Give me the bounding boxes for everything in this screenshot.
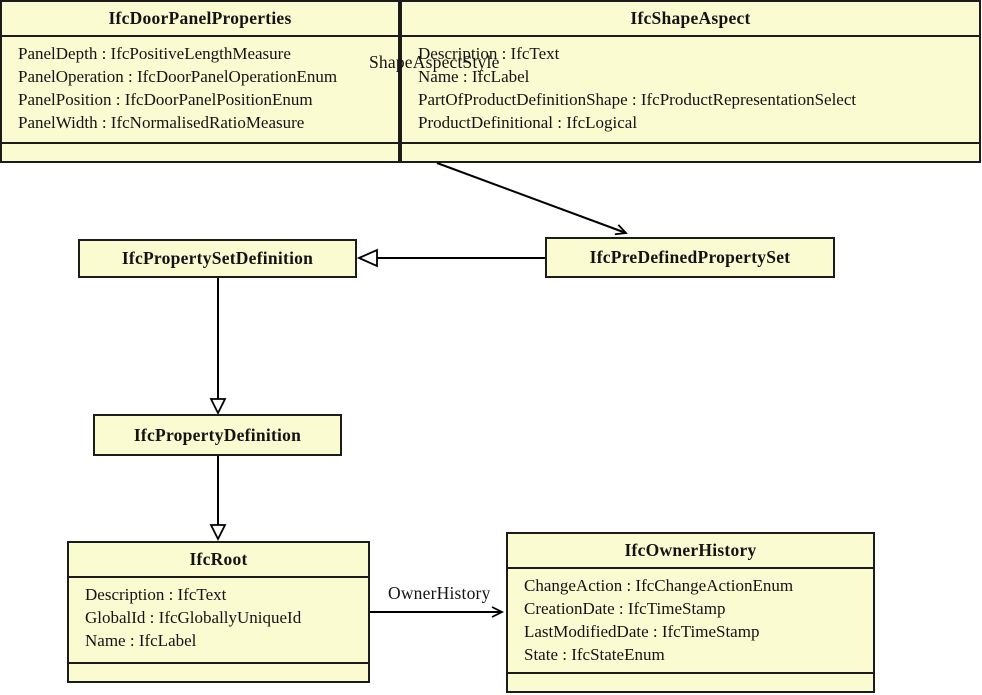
- generalization-triangle-icon: [209, 524, 227, 542]
- edge-label-ownerhistory: OwnerHistory: [388, 583, 491, 603]
- attribute: ProductDefinitional : IfcLogical: [418, 113, 638, 132]
- attribute: PanelOperation : IfcDoorPanelOperationEn…: [18, 67, 338, 86]
- attribute: LastModifiedDate : IfcTimeStamp: [524, 622, 760, 641]
- class-attributes: PanelDepth : IfcPositiveLengthMeasure Pa…: [2, 37, 398, 144]
- attribute: PanelWidth : IfcNormalisedRatioMeasure: [18, 113, 305, 132]
- class-title: IfcShapeAspect: [402, 2, 979, 37]
- attribute: PanelDepth : IfcPositiveLengthMeasure: [18, 44, 291, 63]
- class-operations-empty: [508, 674, 873, 691]
- class-operations-empty: [69, 664, 368, 681]
- class-attributes: Description : IfcText Name : IfcLabel Pa…: [402, 37, 979, 144]
- class-box-ifcpropertydefinition: IfcPropertyDefinition: [93, 414, 342, 456]
- attribute: PartOfProductDefinitionShape : IfcProduc…: [418, 90, 857, 109]
- class-operations-empty: [402, 144, 979, 161]
- attribute: CreationDate : IfcTimeStamp: [524, 599, 726, 618]
- generalization-triangle-icon: [356, 248, 378, 268]
- attribute: ChangeAction : IfcChangeActionEnum: [524, 576, 794, 595]
- class-box-ifcshapeaspect: IfcShapeAspect Description : IfcText Nam…: [400, 0, 981, 163]
- class-title: IfcOwnerHistory: [508, 534, 873, 569]
- class-box-ifcroot: IfcRoot Description : IfcText GlobalId :…: [67, 541, 370, 683]
- class-box-ifcdoorpanelproperties: IfcDoorPanelProperties PanelDepth : IfcP…: [0, 0, 400, 163]
- class-box-ifcpropertysetdefinition: IfcPropertySetDefinition: [78, 239, 357, 278]
- class-title: IfcRoot: [69, 543, 368, 578]
- attribute: State : IfcStateEnum: [524, 645, 665, 664]
- attribute: PanelPosition : IfcDoorPanelPositionEnum: [18, 90, 313, 109]
- class-attributes: ChangeAction : IfcChangeActionEnum Creat…: [508, 569, 873, 674]
- class-title: IfcPropertyDefinition: [133, 424, 302, 445]
- class-title: IfcPropertySetDefinition: [121, 248, 314, 268]
- class-attributes: Description : IfcText GlobalId : IfcGlob…: [69, 578, 368, 664]
- class-box-ifcownerhistory: IfcOwnerHistory ChangeAction : IfcChange…: [506, 532, 875, 693]
- association-arrow-shapeaspectstyle: [436, 162, 628, 236]
- class-operations-empty: [2, 144, 398, 161]
- attribute: Name : IfcLabel: [85, 631, 197, 650]
- generalization-triangle-icon: [209, 398, 227, 416]
- attribute: Description : IfcText: [85, 585, 227, 604]
- attribute: GlobalId : IfcGloballyUniqueId: [85, 608, 302, 627]
- attribute: Description : IfcText: [418, 44, 560, 63]
- class-box-ifcpredefinedpropertyset: IfcPreDefinedPropertySet: [545, 237, 835, 278]
- class-title: IfcDoorPanelProperties: [2, 2, 398, 37]
- class-title: IfcPreDefinedPropertySet: [589, 247, 791, 267]
- attribute: Name : IfcLabel: [418, 67, 530, 86]
